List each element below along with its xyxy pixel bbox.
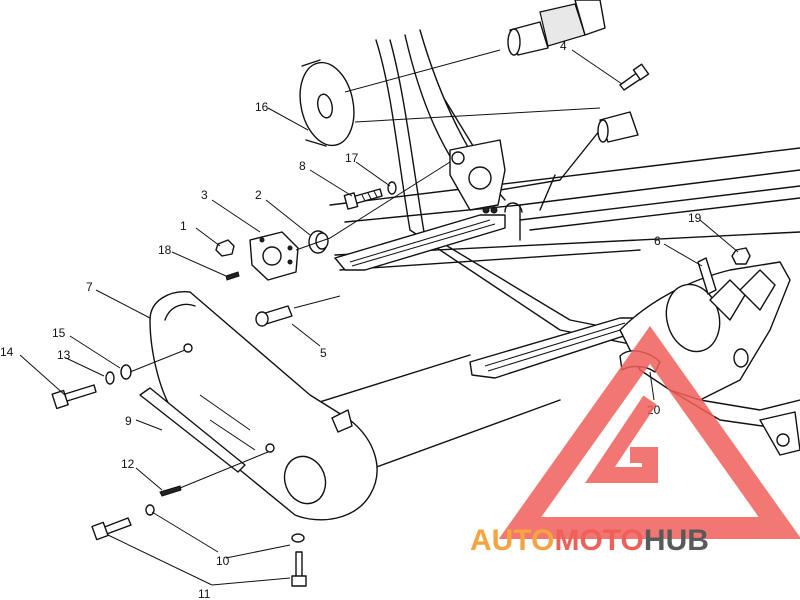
svg-text:AUTOMOTOHUB: AUTOMOTOHUB — [470, 524, 709, 557]
part-6-clip — [697, 257, 717, 295]
part-7-chaincase-cover — [149, 291, 378, 521]
part-17-washer — [387, 181, 397, 195]
part-1-nut — [215, 239, 235, 257]
callout-16: 16 — [255, 100, 269, 114]
watermark-text: AUTOMOTOHUB — [470, 524, 709, 557]
assembly-axis-lines — [129, 49, 601, 489]
part-19-nut — [731, 247, 751, 265]
part-16-disc — [299, 59, 355, 147]
callout-6: 6 — [654, 234, 661, 248]
part-10-washer — [145, 504, 305, 543]
callout-13: 13 — [57, 348, 71, 362]
part-3-flange — [249, 231, 299, 281]
splined-shafts — [507, 0, 639, 143]
callout-7: 7 — [86, 280, 93, 294]
callout-4: 4 — [560, 39, 567, 53]
watermark-auto: AUTO — [470, 524, 554, 557]
part-4-bolt — [619, 63, 650, 91]
part-8-bolt — [343, 188, 383, 210]
callout-5: 5 — [320, 346, 327, 360]
part-15-washer — [120, 364, 132, 380]
callout-18: 18 — [158, 243, 172, 257]
lower-footrest — [469, 317, 643, 379]
part-5-pin — [255, 305, 293, 327]
callout-17: 17 — [345, 151, 359, 165]
callout-1: 1 — [180, 219, 187, 233]
callout-19: 19 — [688, 211, 702, 225]
part-9-strip — [139, 387, 246, 473]
part-12-pin — [159, 485, 182, 497]
callout-labels: 1 2 3 4 5 6 7 8 9 10 11 12 13 14 15 16 1… — [0, 39, 702, 600]
callout-12: 12 — [121, 457, 135, 471]
callout-8: 8 — [299, 159, 306, 173]
leader-lines — [19, 49, 739, 586]
part-13-washer — [105, 371, 115, 385]
upper-footrest — [334, 214, 506, 271]
part-11-bolt — [91, 517, 307, 587]
callout-14: 14 — [0, 345, 14, 359]
callout-2: 2 — [255, 188, 262, 202]
callout-10: 10 — [216, 554, 230, 568]
watermark-moto: MOTO — [554, 524, 643, 557]
frame-mount-plate — [449, 139, 523, 214]
callout-9: 9 — [125, 414, 132, 428]
callout-15: 15 — [52, 326, 66, 340]
part-14-bolt — [51, 384, 97, 410]
watermark-hub: HUB — [644, 524, 709, 557]
callout-3: 3 — [201, 188, 208, 202]
watermark-logo — [498, 326, 800, 539]
part-18-screw — [225, 271, 240, 281]
callout-11: 11 — [198, 587, 211, 600]
